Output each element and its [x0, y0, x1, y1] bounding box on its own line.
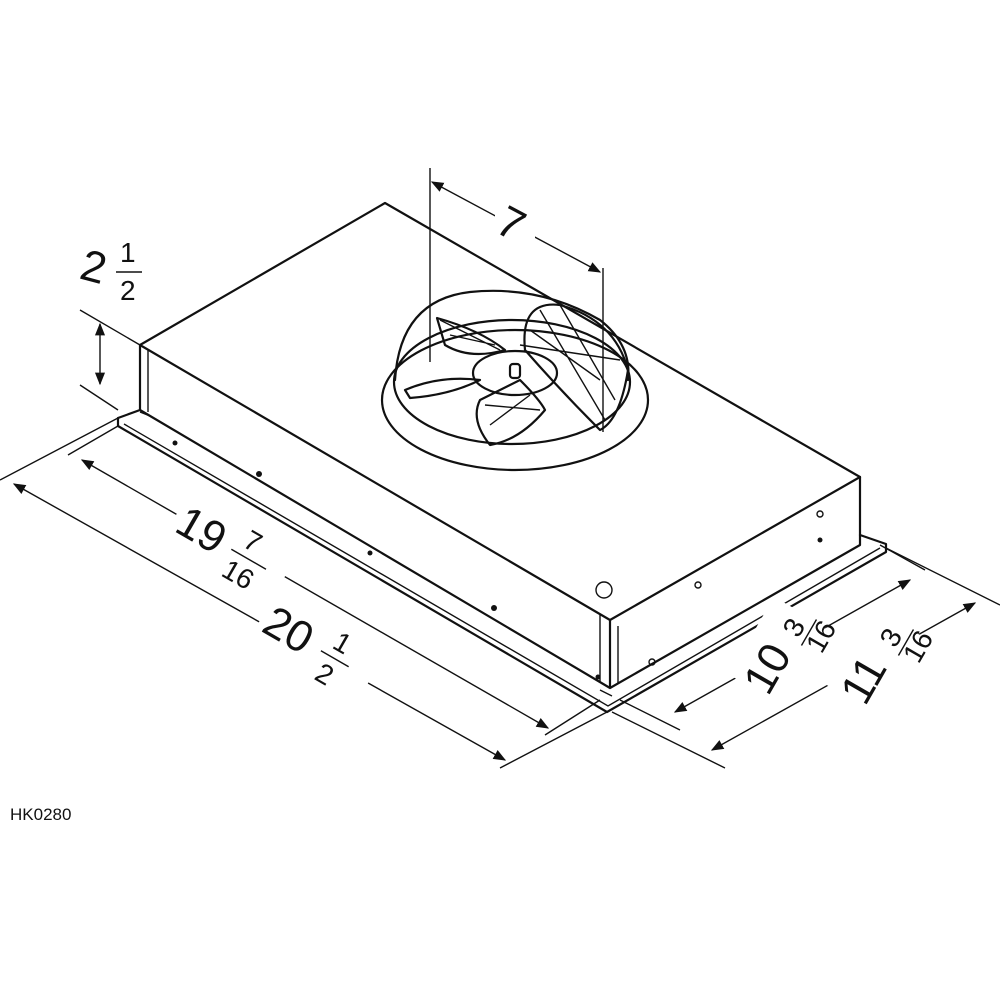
svg-text:1: 1: [120, 237, 136, 268]
svg-text:2: 2: [75, 240, 111, 294]
dimension-fan-width: 7: [429, 168, 604, 432]
svg-text:2: 2: [120, 275, 136, 306]
dimension-height: 2 1 2: [75, 237, 142, 411]
blower-fan: [380, 289, 650, 472]
drawing-code: HK0280: [10, 805, 72, 824]
